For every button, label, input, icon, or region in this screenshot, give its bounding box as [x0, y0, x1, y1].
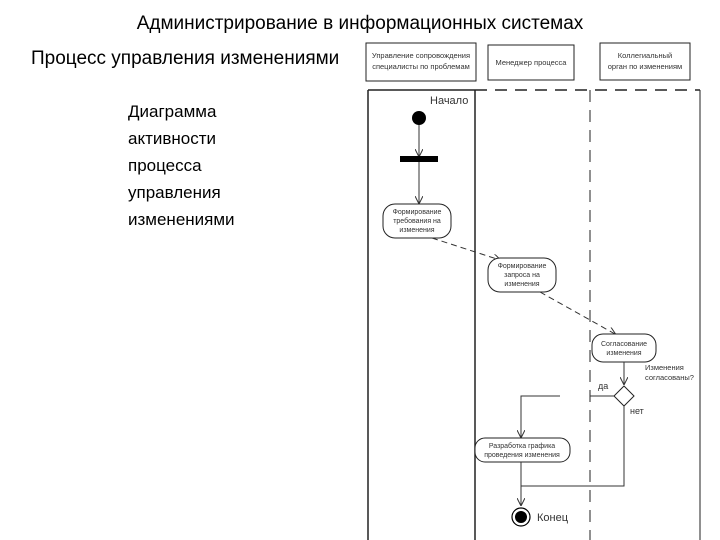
body-line: Диаграмма: [128, 102, 217, 121]
activity-schedule-line: Разработка графика: [489, 442, 555, 450]
activity-request-line: изменения: [504, 281, 539, 288]
decision-yes-label: да: [598, 381, 608, 391]
activity-requirement-line: изменения: [399, 227, 434, 234]
decision-question-line: согласованы?: [645, 373, 694, 382]
lane-header-support: [365, 42, 477, 82]
activity-schedule-line: проведения изменения: [484, 452, 560, 459]
lane-header-manager-line: Менеджер процесса: [496, 58, 568, 67]
lane-header-board-line: орган по изменениям: [608, 62, 682, 71]
slide-subtitle: Процесс управления изменениями: [31, 48, 340, 69]
body-line: процесса: [128, 156, 202, 175]
body-line: изменениями: [128, 210, 235, 229]
decision-diamond: [613, 385, 635, 407]
decision-no-label: нет: [630, 406, 644, 416]
activity-schedule: [474, 437, 571, 463]
end-label: Конец: [537, 512, 569, 524]
activity-request-line: запроса на: [504, 272, 540, 279]
activity-request-line: Формирование: [498, 263, 547, 270]
fork-bar: [400, 156, 438, 162]
lane-header-board: [599, 42, 691, 81]
start-node: [412, 111, 426, 125]
activity-approval: [591, 333, 657, 363]
activity-requirement-line: требования на: [393, 217, 441, 225]
slide-body-text: Диаграмма активности процесса управления…: [128, 98, 235, 233]
body-line: управления: [128, 183, 221, 202]
lane-frame: [367, 89, 701, 540]
lane-header-support-line: специалисты по проблемам: [372, 62, 470, 71]
activity-requirement-line: Формирование: [393, 209, 442, 216]
lane-header-support-line: Управление сопровождения: [372, 51, 470, 60]
activity-approval-line: Согласование: [601, 341, 647, 348]
end-node: [515, 511, 527, 523]
lane-header-manager: [487, 44, 575, 81]
lane-header-board-line: Коллегиальный: [618, 51, 672, 60]
start-label: Начало: [430, 95, 468, 107]
slide-title: Администрирование в информационных систе…: [136, 13, 584, 34]
activity-request: [487, 257, 557, 293]
decision-question-line: Изменения: [645, 363, 684, 372]
body-line: активности: [128, 129, 217, 148]
activity-approval-line: изменения: [606, 350, 641, 357]
activity-requirement: [382, 203, 452, 239]
